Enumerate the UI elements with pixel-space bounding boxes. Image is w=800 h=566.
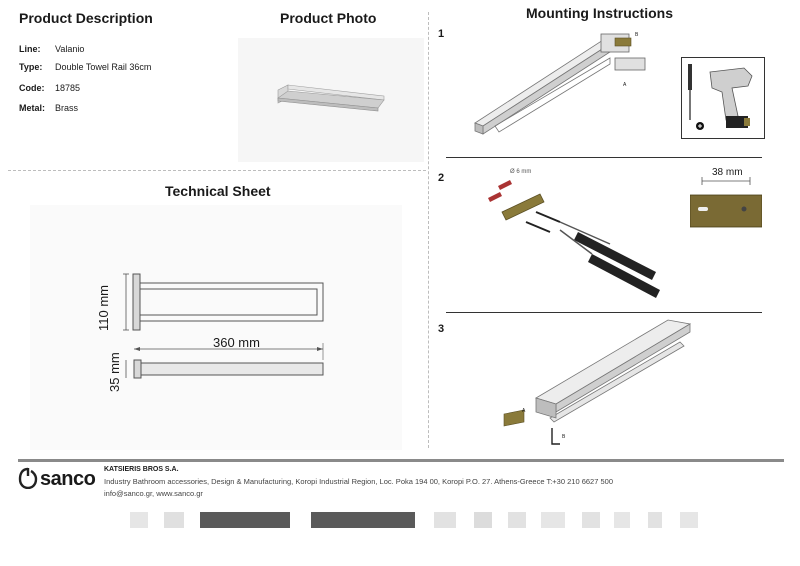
company-name: KATSIERIS BROS S.A. (104, 466, 179, 473)
company-contact[interactable]: info@sanco.gr, www.sanco.gr (104, 489, 203, 498)
footer-bar (18, 459, 784, 462)
length-dimension: 360 mm (213, 335, 260, 350)
warranty-logo-icon (474, 512, 492, 528)
cert-logo-icon (582, 512, 600, 528)
spec-type: Type:Double Towel Rail 36cm (19, 62, 152, 72)
cert-logo-icon (541, 512, 565, 528)
step-number: 2 (438, 172, 445, 184)
spacing-detail: 38 mm (689, 167, 763, 229)
spec-line: Line:Valanio (19, 44, 85, 54)
step-divider (446, 157, 762, 158)
cert-logo-icon (648, 512, 662, 528)
step-divider (446, 312, 762, 313)
iso-14001-logo-icon (311, 512, 415, 528)
brand-logo: sanco (40, 468, 96, 490)
spacing-dimension: 38 mm (712, 167, 743, 178)
iso-9001-logo-icon (200, 512, 290, 528)
technical-sheet-heading: Technical Sheet (165, 183, 271, 199)
cert-logo-icon (614, 512, 630, 528)
hex-key-icon (551, 428, 560, 445)
section-divider (8, 170, 426, 171)
height-dimension: 110 mm (96, 285, 111, 331)
cert-logo-icon (680, 512, 698, 528)
screwdriver-icon (688, 64, 692, 90)
tools-box (681, 57, 765, 139)
column-divider (428, 12, 429, 448)
cert-logo-icon (434, 512, 456, 528)
depth-dimension: 35 mm (107, 352, 122, 392)
spec-code: Code:18785 (19, 83, 81, 93)
cert-logo-icon (508, 512, 526, 528)
step2-illustration: Ø 6 mm (460, 166, 690, 304)
label-b: B (635, 32, 639, 38)
sanco-logo-icon (18, 467, 38, 490)
step-number: 1 (438, 28, 445, 40)
step1-illustration: A B (465, 28, 660, 146)
product-photo-heading: Product Photo (280, 10, 377, 26)
step-number: 3 (438, 323, 445, 335)
drill-icon (709, 67, 753, 121)
drill-size-label: Ø 6 mm (510, 169, 532, 175)
label-a: A (522, 408, 526, 414)
company-address: Industry Bathroom accessories, Design & … (104, 477, 613, 486)
cert-logo-icon (130, 512, 148, 528)
product-photo (238, 38, 424, 162)
label-b: B (562, 434, 566, 440)
step3-illustration: A B (490, 318, 708, 450)
product-description-heading: Product Description (19, 10, 153, 26)
mounting-instructions-heading: Mounting Instructions (526, 5, 673, 21)
technical-drawing: 110 mm 360 mm 35 mm (30, 205, 402, 450)
label-a: A (623, 82, 627, 88)
cert-logo-icon (164, 512, 184, 528)
spec-metal: Metal:Brass (19, 103, 79, 113)
